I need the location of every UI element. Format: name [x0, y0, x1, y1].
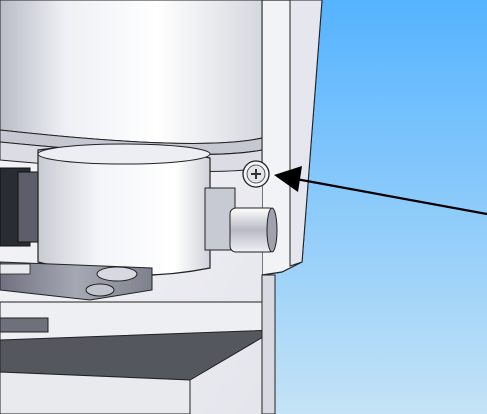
base-slot [0, 263, 31, 275]
cable-nut [17, 171, 39, 243]
deck-front [0, 371, 191, 414]
sensor-collar [37, 144, 211, 276]
deck-slot [0, 317, 49, 333]
phillips-screw-icon [242, 160, 270, 188]
vertical-support [261, 274, 276, 414]
collar-top-rim [37, 143, 211, 165]
fitting-end [266, 207, 278, 253]
motor-cylinder [0, 0, 263, 144]
bottom-nut [85, 283, 115, 297]
callout-arrow-icon [274, 166, 487, 216]
bottom-nut-top [96, 266, 138, 282]
